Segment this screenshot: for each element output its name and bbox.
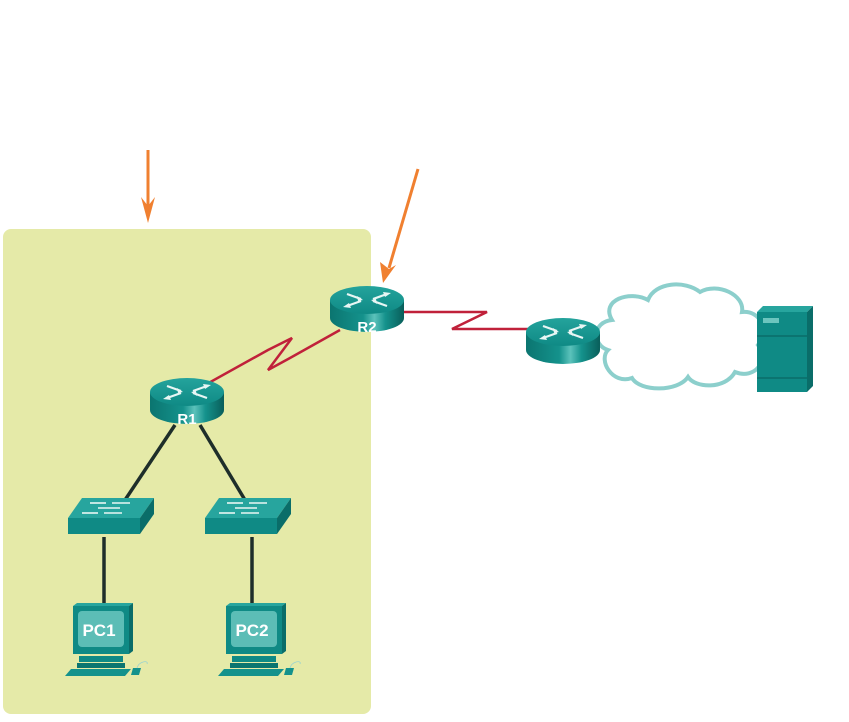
internal-network-zone — [3, 229, 371, 714]
pc-1-label: PC1 — [82, 621, 115, 640]
pc-2[interactable]: PC2 — [217, 602, 301, 677]
router-isp[interactable] — [524, 316, 602, 366]
switch-2[interactable] — [204, 497, 292, 535]
router-r2-label: R2 — [357, 319, 376, 336]
switch-1[interactable] — [67, 497, 155, 535]
arrow-to-r2 — [380, 168, 420, 283]
router-r2[interactable]: R2 — [328, 284, 406, 336]
pc-2-label: PC2 — [235, 621, 268, 640]
serial-link-r2-r3 — [400, 310, 530, 331]
arrow-to-zone — [141, 150, 155, 223]
cloud — [594, 282, 766, 391]
pc-1[interactable]: PC1 — [64, 602, 148, 677]
link-r1-s2 — [198, 424, 247, 501]
router-r1-label: R1 — [177, 411, 196, 428]
serial-link-r1-r2 — [204, 328, 341, 387]
server[interactable] — [757, 306, 813, 392]
link-r1-s1 — [123, 424, 177, 501]
router-r1[interactable]: R1 — [148, 376, 226, 428]
